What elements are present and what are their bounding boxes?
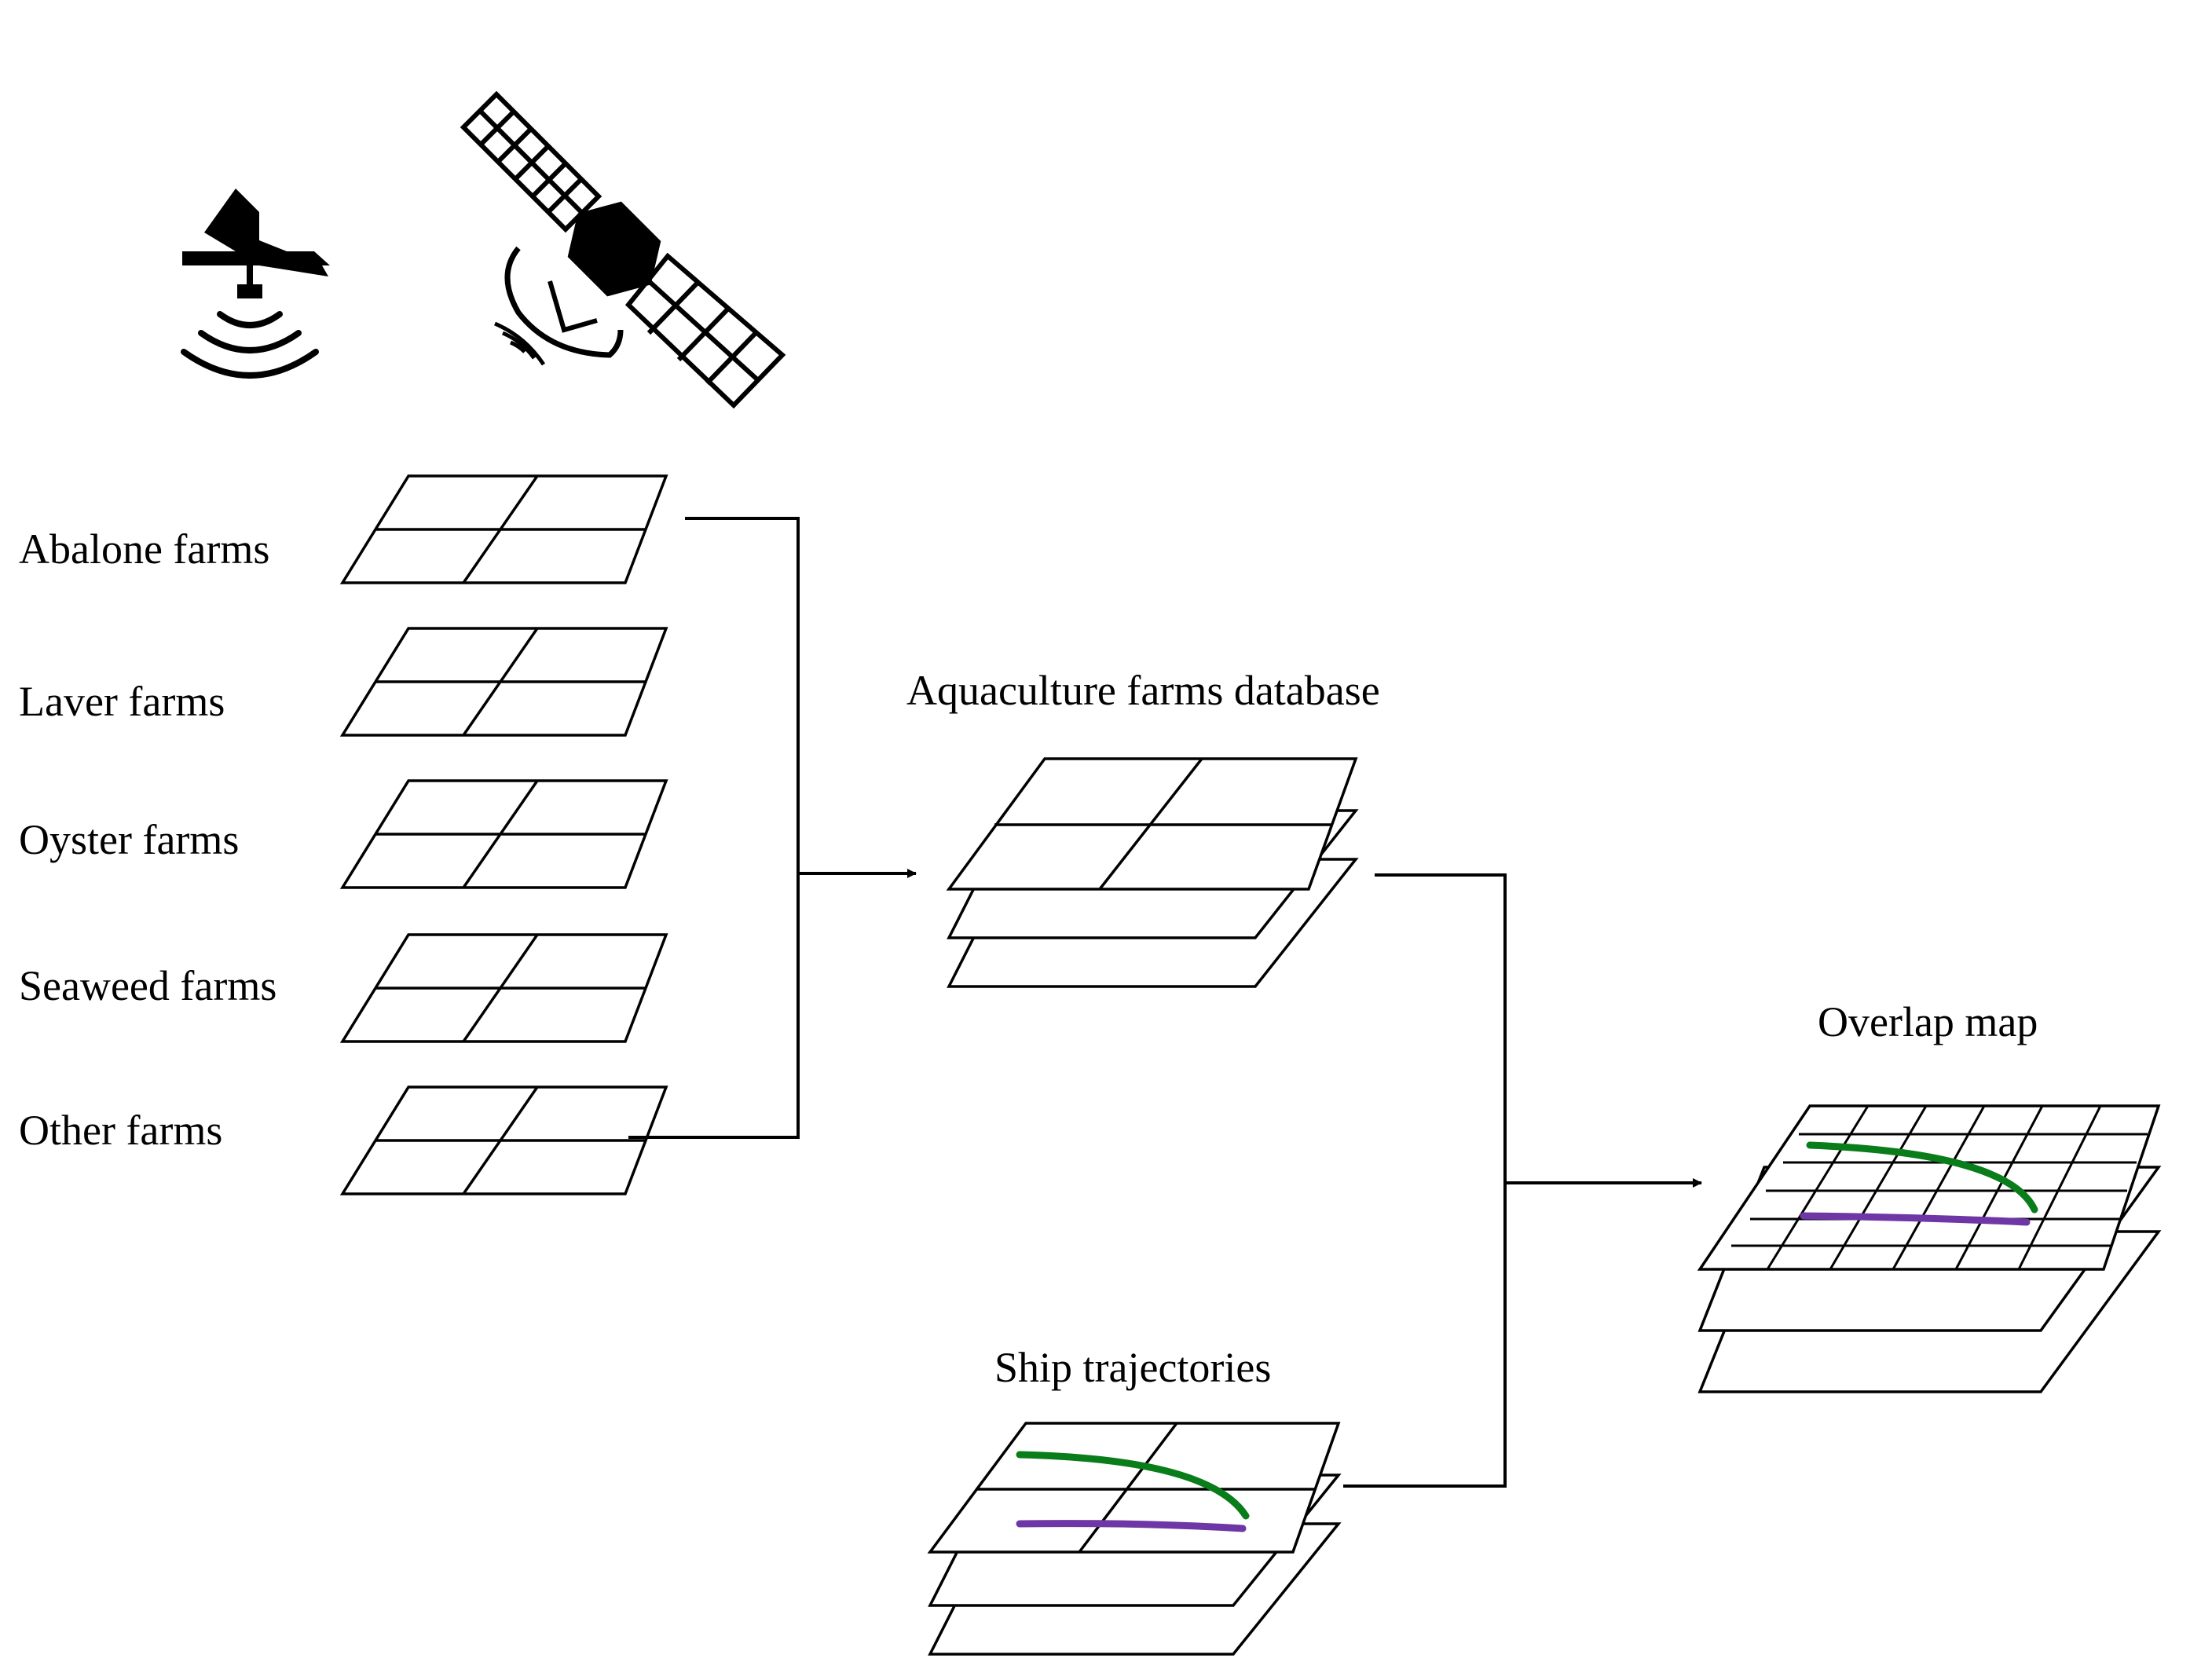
overlap-layer-stack [1697,1104,2162,1393]
farm-layer-oyster [339,779,668,889]
database-label: Aquaculture farms database [906,667,1380,714]
farm-layer-other [339,1085,668,1195]
farm-layer-abalone [339,474,668,584]
farm-label-oyster: Oyster farms [19,816,240,863]
inputs-to-overlap-connector [1343,873,1702,1488]
farm-label-other: Other farms [19,1107,223,1154]
database-layer-stack [946,757,1359,988]
trajectories-layer-stack [927,1422,1342,1656]
farm-label-laver: Laver farms [19,678,225,725]
overlap-trajectory-green [1806,1141,2038,1214]
trajectories-label: Ship trajectories [994,1344,1272,1391]
trajectory-green [1016,1451,1250,1520]
farms-to-database-connector [628,517,917,1139]
farm-label-abalone: Abalone farms [19,525,270,573]
overlap-trajectory-purple [1800,1212,2031,1226]
satellite-icon [460,90,786,409]
airborne-sensor-icon [181,189,330,379]
trajectory-purple [1016,1520,1247,1532]
farm-layer-laver [339,627,668,737]
farm-layer-seaweed [339,933,668,1043]
farm-label-seaweed: Seaweed farms [19,962,277,1009]
overlap-label: Overlap map [1818,998,2038,1045]
